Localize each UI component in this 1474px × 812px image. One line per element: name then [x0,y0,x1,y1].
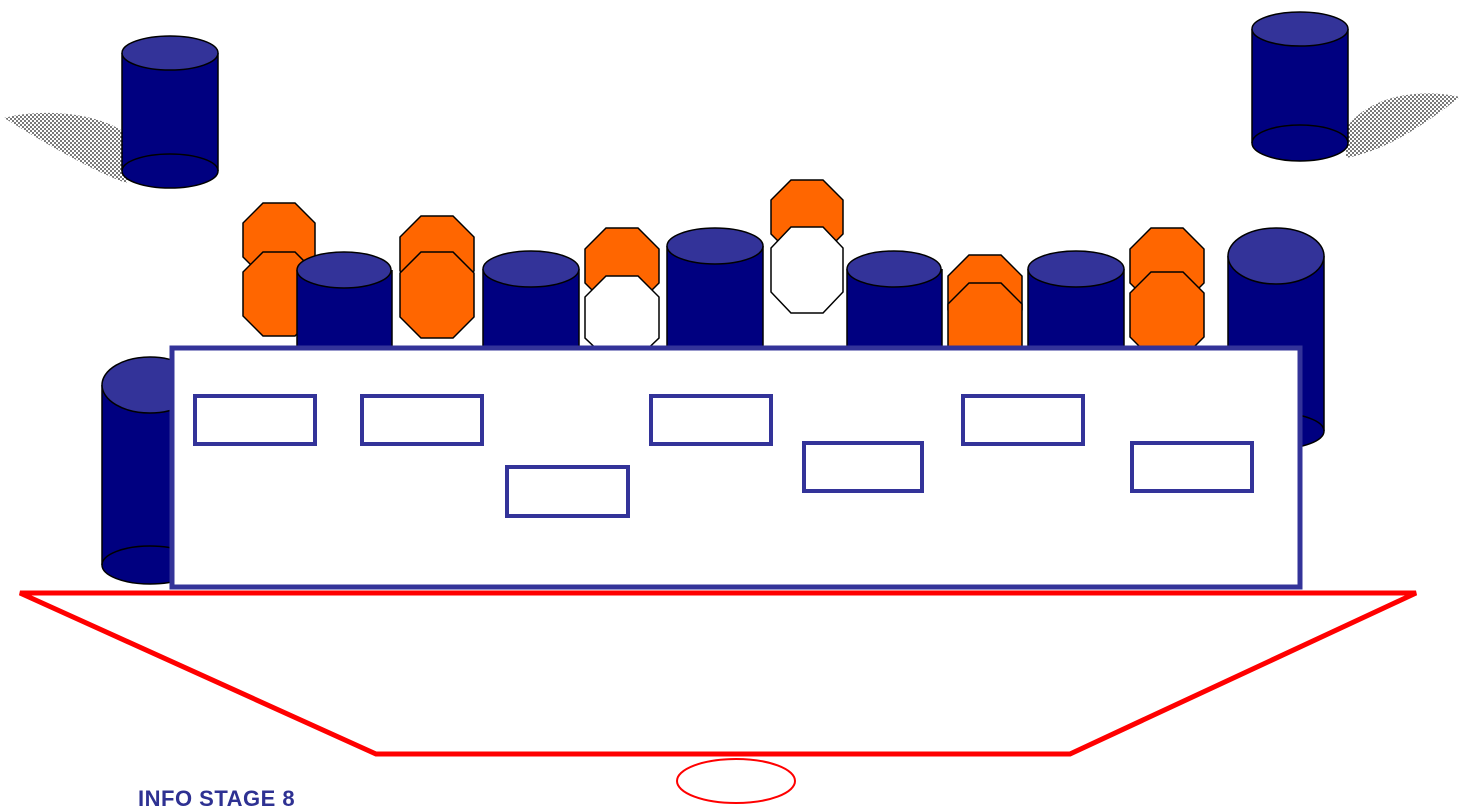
shadow-left [4,112,136,183]
octagon-stack-2 [399,215,475,339]
panel-slot-3 [505,465,630,518]
panel-slot-1 [193,394,317,446]
panel-slot-2 [360,394,484,446]
tray-outline [18,590,1418,757]
tray-base-ellipse [676,758,796,804]
octagon-stack-6 [1129,227,1205,359]
panel-slot-4 [649,394,773,446]
octagon-stack-3 [584,227,660,359]
floating-cylinder-left [121,35,219,189]
stage-caption: INFO STAGE 8 [138,786,296,811]
main-panel [169,345,1303,590]
panel-slot-7 [1130,441,1254,493]
floating-cylinder-right [1251,11,1349,162]
shadow-right [1346,93,1460,158]
panel-slot-5 [802,441,924,493]
octagon-stack-4 [770,179,844,314]
panel-slot-6 [961,394,1085,446]
